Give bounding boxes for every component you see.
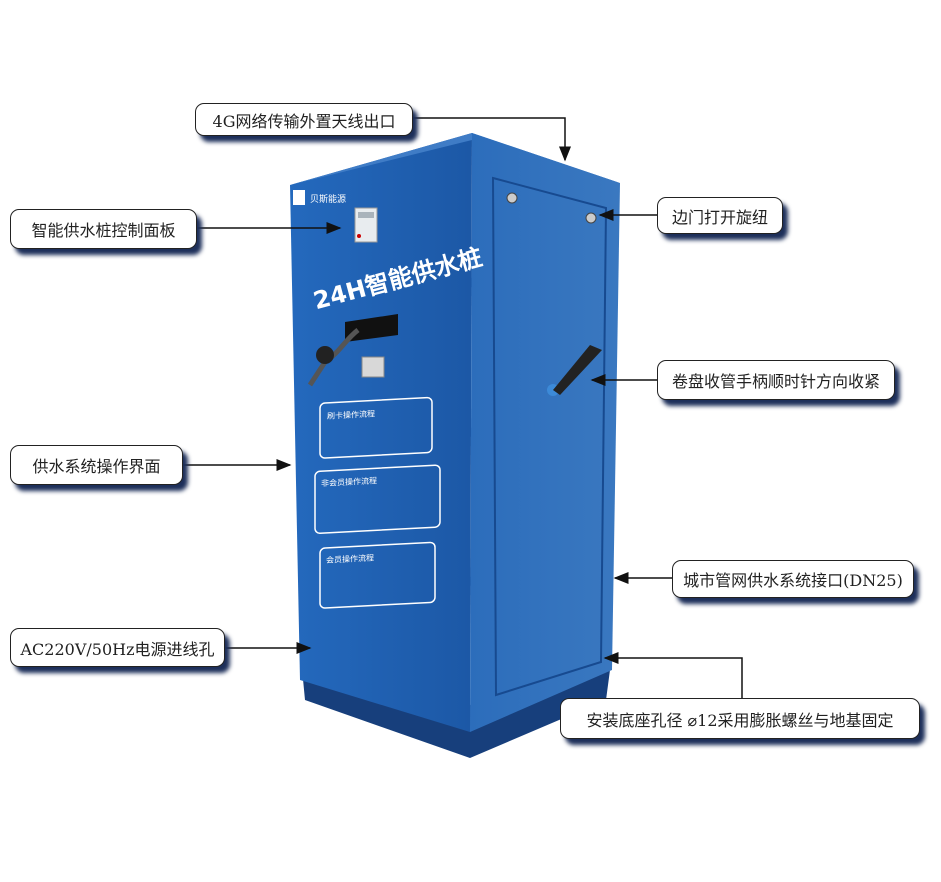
reel-handle-icon	[553, 345, 602, 395]
cabinet-front	[290, 133, 472, 732]
cabinet-top	[290, 133, 620, 185]
hose-outlet	[345, 314, 398, 342]
member-operation-panel	[319, 541, 436, 609]
nozzle-icon	[316, 346, 334, 364]
callout-power-inlet: AC220V/50Hz电源进线孔	[10, 628, 225, 667]
operation-panels: 刷卡操作流程 非会员操作流程 会员操作流程	[314, 396, 441, 609]
callout-water-inlet: 城市管网供水系统接口(DN25)	[672, 560, 914, 598]
svg-text:非会员操作流程: 非会员操作流程	[321, 475, 377, 488]
callout-antenna: 4G网络传输外置天线出口	[195, 103, 413, 136]
callout-base-mount: 安装底座孔径 ⌀12采用膨胀螺丝与地基固定	[560, 698, 920, 739]
callout-control-panel: 智能供水桩控制面板	[10, 209, 197, 249]
leader-lines	[183, 117, 743, 698]
card-operation-panel	[319, 396, 433, 459]
door-knob-icon	[506, 192, 518, 204]
callout-side-door-knob: 边门打开旋纽	[657, 197, 783, 234]
svg-text:刷卡操作流程: 刷卡操作流程	[327, 408, 375, 421]
callout-operation-ui: 供水系统操作界面	[10, 445, 183, 485]
side-door	[491, 176, 608, 697]
cabinet-side	[470, 133, 620, 732]
nonmember-operation-panel	[314, 464, 441, 534]
door-knob-icon	[585, 212, 597, 224]
svg-text:会员操作流程: 会员操作流程	[326, 552, 374, 565]
callout-reel-handle: 卷盘收管手柄顺时针方向收紧	[657, 360, 895, 400]
brand-logo-icon	[293, 190, 305, 205]
brand-name: 贝斯能源	[310, 193, 346, 205]
